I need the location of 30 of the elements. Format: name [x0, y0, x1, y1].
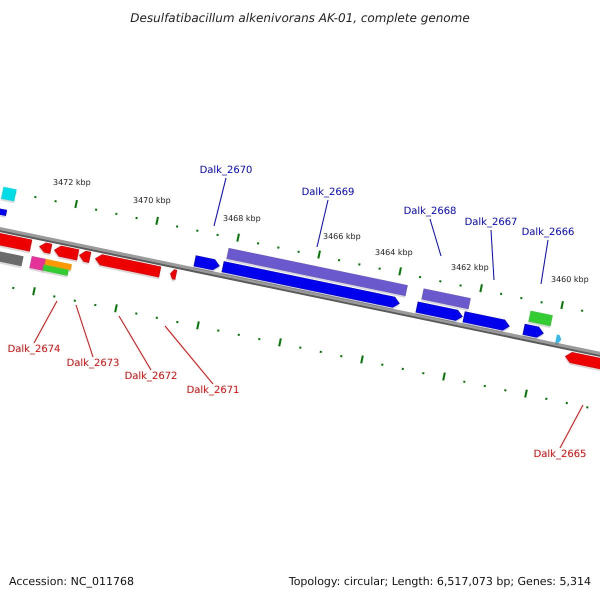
gene-label: Dalk_2673: [66, 358, 120, 370]
leader-line: [164, 326, 214, 384]
position-label: 3470 kbp: [133, 195, 171, 207]
gene-label: Dalk_2666: [522, 227, 574, 239]
position-label: 3464 kbp: [375, 247, 413, 259]
gene-label: Dalk_2674: [8, 344, 60, 356]
leader-line: [214, 178, 226, 226]
gene-label: Dalk_2670: [200, 165, 252, 177]
position-label: 3472 kbp: [53, 177, 91, 189]
gene-label: Dalk_2665: [534, 449, 586, 461]
position-label: 3468 kbp: [223, 213, 261, 225]
position-label: 3466 kbp: [323, 231, 361, 243]
gene-label: Dalk_2672: [124, 371, 178, 383]
gene-label: Dalk_2668: [404, 206, 456, 218]
leader-line: [34, 300, 58, 344]
diagram-title: Desulfatibacillum alkenivorans AK-01, complete genome: [129, 10, 471, 27]
position-label: 3460 kbp: [551, 274, 589, 286]
gene-label: Dalk_2667: [464, 217, 518, 229]
position-label: 3462 kbp: [451, 262, 489, 274]
accession-text: Accession: NC_011768: [9, 574, 134, 590]
genome-info-text: Topology: circular; Length: 6,517,073 bp; Genes: 5,314: [288, 574, 591, 590]
leader-line: [490, 230, 494, 280]
leader-line: [76, 304, 94, 358]
leader-line: [316, 200, 328, 248]
leader-line: [430, 218, 442, 256]
leader-line: [118, 316, 152, 370]
gene-label: Dalk_2669: [302, 187, 354, 199]
gene-label: Dalk_2671: [186, 385, 240, 397]
leader-line: [540, 240, 548, 284]
leader-line: [560, 404, 584, 448]
